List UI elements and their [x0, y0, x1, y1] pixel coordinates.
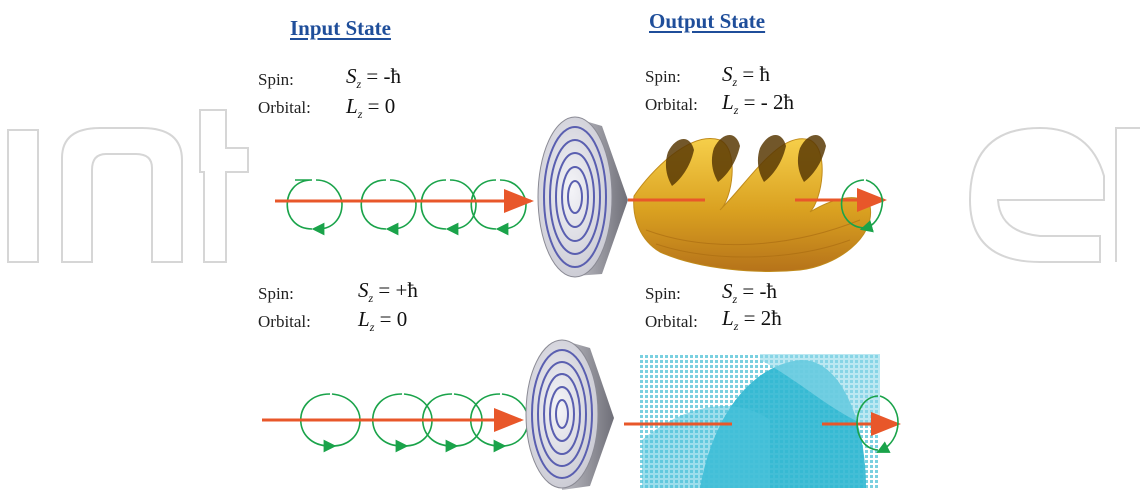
intechopen-watermark-icon [7, 109, 1140, 263]
top-input-circulation-loops [286, 179, 527, 236]
bottom-input-orbital-label: Orbital: [258, 312, 311, 331]
bottom-input-spin-label: Spin: [258, 284, 294, 303]
top-output-spin-equation: Sz = ħ [722, 62, 771, 89]
bottom-output-spin-equation: Sz = -ħ [722, 279, 778, 306]
bottom-output-orbital-equation: Lz = 2ħ [722, 306, 782, 333]
top-output-orbital-equation: Lz = - 2ħ [722, 90, 794, 117]
bottom-input-spin-equation: Sz = +ħ [358, 278, 418, 305]
bottom-output-orbital-label: Orbital: [645, 312, 698, 331]
top-input-spin-label: Spin: [258, 70, 294, 89]
bottom-output-spin-label: Spin: [645, 284, 681, 303]
top-input-spin-equation: Sz = -ħ [346, 64, 402, 91]
top-output-circulation-loop [840, 179, 884, 233]
top-input-orbital-equation: Lz = 0 [346, 94, 396, 121]
top-spiral-phase-plate [537, 116, 628, 278]
bottom-input-orbital-equation: Lz = 0 [358, 307, 408, 334]
bottom-spiral-phase-plate [525, 339, 614, 490]
output-state-heading: Output State [649, 9, 766, 33]
bottom-output-circulation-loop [856, 395, 899, 453]
input-state-heading: Input State [290, 16, 391, 40]
top-output-helical-wavefront [633, 134, 872, 272]
top-output-orbital-label: Orbital: [645, 95, 698, 114]
bottom-output-wavefront [640, 354, 880, 488]
top-input-orbital-label: Orbital: [258, 98, 311, 117]
top-output-spin-label: Spin: [645, 67, 681, 86]
